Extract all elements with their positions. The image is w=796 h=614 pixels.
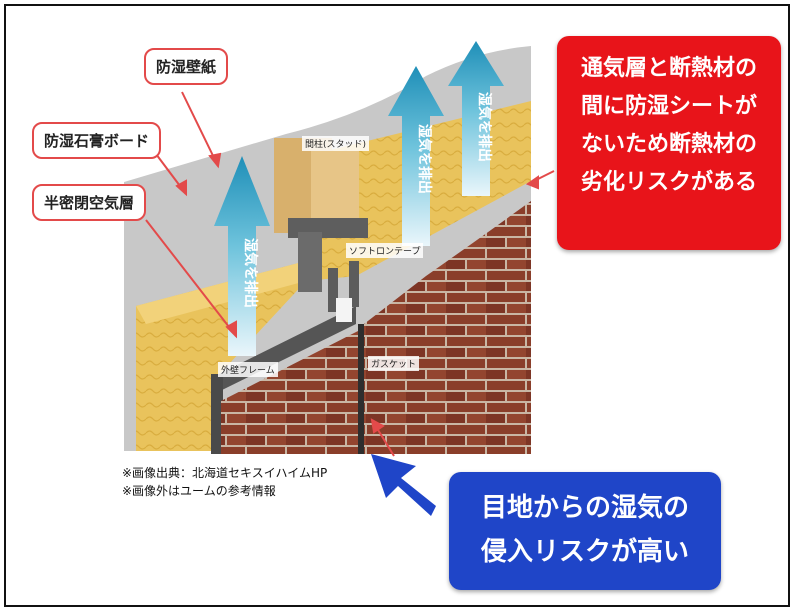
tag-stud: 間柱(スタッド): [302, 136, 370, 151]
joint-gasket-shape: [358, 324, 364, 454]
vent-arrow-left-text: 湿気を排出: [242, 238, 259, 308]
callout-insulation-risk: 通気層と断熱材の 間に防湿シートが ないため断熱材の 劣化リスクがある: [557, 36, 781, 250]
vent-arrow-right: 湿気を排出: [448, 41, 504, 196]
joint-pointer-arrow: [371, 454, 436, 516]
stud-shape: [274, 138, 368, 292]
wall-illustration: 湿気を排出 湿気を排出 湿気を排出: [124, 41, 555, 516]
label-air-layer: 半密閉空気層: [32, 184, 147, 221]
brick-panel-right: [364, 201, 531, 454]
callout-blue-line: 侵入リスクが高い: [480, 537, 689, 567]
label-pointers: [145, 91, 555, 457]
tag-gasket: ガスケット: [368, 356, 420, 371]
note-other: ※画像外はユームの参考情報: [122, 484, 276, 498]
vent-arrow-left: 湿気を排出: [214, 156, 270, 356]
callout-red-line: ないため断熱材の: [580, 132, 757, 157]
callout-red-line: 通気層と断熱材の: [580, 56, 757, 81]
callout-blue-line: 目地からの湿気の: [480, 493, 689, 523]
vent-arrow-middle-text: 湿気を排出: [416, 124, 433, 194]
diagram-frame: 湿気を排出 湿気を排出 湿気を排出 防湿壁紙 防湿石膏ボード 半密閉空気層: [4, 4, 790, 607]
callout-red-line: 劣化リスクがある: [580, 170, 757, 195]
note-source: ※画像出典：北海道セキスイハイムHP: [122, 466, 328, 480]
insulation-top-shape: [136, 261, 306, 324]
vent-arrow-right-text: 湿気を排出: [476, 92, 493, 162]
label-wallpaper: 防湿壁紙: [144, 48, 229, 85]
tag-tape: ソフトロンテープ: [346, 243, 424, 258]
vent-arrow-middle: 湿気を排出: [388, 66, 444, 246]
label-gypsum-board: 防湿石膏ボード: [32, 122, 162, 159]
callout-joint-risk: 目地からの湿気の 侵入リスクが高い: [449, 472, 721, 590]
tag-frame: 外壁フレーム: [218, 362, 278, 377]
callout-red-line: 間に防湿シートが: [580, 94, 757, 119]
brick-panel-left: [221, 331, 358, 454]
